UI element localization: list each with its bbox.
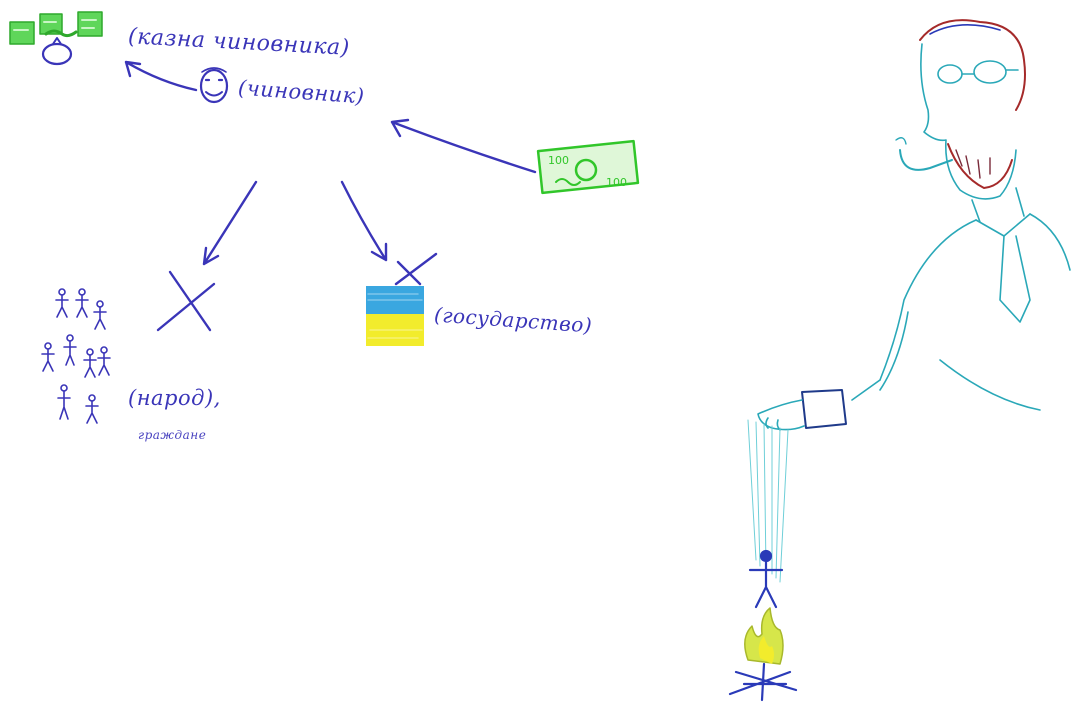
- campfire-icon: [728, 607, 798, 702]
- svg-text:100: 100: [548, 154, 569, 167]
- arrow-to-treasury: [124, 60, 198, 92]
- arrow-to-official: [390, 118, 537, 174]
- people-label: (народ),: [128, 386, 221, 410]
- smiley-face-icon: [199, 67, 229, 104]
- banknote-icon: 100 100: [536, 139, 640, 195]
- arrow-to-people: [202, 180, 258, 266]
- money-bag-icon: [9, 11, 103, 66]
- ukraine-flag-icon: [366, 286, 424, 346]
- citizens-label: граждане: [138, 428, 207, 442]
- official-portrait: [757, 19, 1071, 431]
- svg-text:100: 100: [606, 176, 627, 189]
- cross-mark-people: [156, 270, 216, 332]
- puppet-figure-icon: [748, 549, 784, 609]
- puppet-strings: [747, 419, 789, 583]
- arrow-to-state: [340, 180, 388, 262]
- cross-mark-state: [394, 252, 438, 286]
- stick-figure-crowd-icon: [41, 288, 111, 424]
